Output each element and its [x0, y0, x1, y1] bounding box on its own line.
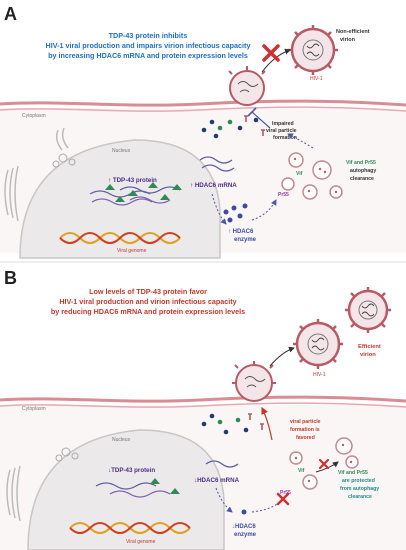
panel-a-mature-virion — [288, 25, 338, 75]
panel-b-virion-label-1: Efficient — [358, 344, 381, 350]
panel-a-inhibit-line — [251, 111, 271, 129]
panel-a-title-line1: TDP-43 protein inhibits — [109, 31, 188, 40]
panel-a: A TDP-43 protein inhibits HIV-1 viral pr… — [0, 4, 406, 259]
panel-a-viral-proteins — [201, 115, 265, 139]
panel-b-release-arrow — [269, 346, 295, 367]
panel-b-budding-virion — [232, 361, 276, 402]
panel-a-budding-virion — [228, 66, 266, 106]
panel-a-title-line2: HIV-1 viral production and impairs virio… — [46, 41, 251, 50]
panel-b-nucleus — [27, 429, 225, 550]
panel-b-hdac6-enzyme-label-2: enzyme — [234, 532, 257, 538]
panel-b-viral-genome — [69, 522, 191, 534]
panel-b-mrna-strands — [95, 482, 171, 498]
panel-a-release-arrow — [261, 48, 291, 73]
panel-b-er-lines — [6, 465, 21, 522]
panel-a-tdp43-proteins — [105, 182, 182, 202]
panel-b-title-line2: HIV-1 viral production and virion infect… — [59, 297, 236, 306]
panel-b-favored-label-1: viral particle — [290, 419, 321, 425]
panel-a-impaired-label-1: Impaired — [272, 121, 294, 127]
panel-a-hdac6-mrna-label: ↑ HDAC6 mRNA — [190, 182, 237, 189]
panel-a-vif-label: Vif — [296, 171, 303, 177]
panel-a-hdac6-enzyme-cluster — [223, 203, 248, 223]
panel-b-cell-membrane — [0, 395, 406, 403]
panel-b-hiv-label: HIV-1 — [313, 372, 326, 378]
panel-b-virion-label-2: virion — [360, 352, 376, 358]
panel-b-nucleus-label: Nucleus — [112, 437, 131, 443]
panel-b-protected-label-2: are protected — [342, 478, 375, 484]
panel-b-hdac6-mrna-label: ↓HDAC6 mRNA — [194, 477, 240, 484]
panel-b-protected-label-4: clearance — [348, 494, 372, 500]
panel-b-letter: B — [4, 268, 17, 288]
panel-a-autophagy-label-3: clearance — [350, 176, 374, 182]
panel-b-viral-proteins — [201, 413, 264, 435]
panel-a-pr55-label: Pr55 — [278, 192, 289, 198]
panel-b-block-x-icon — [276, 492, 290, 506]
panel-b-pr55-label: Pr55 — [280, 490, 291, 496]
panel-b-virion-1 — [293, 319, 343, 369]
panel-b-protected-label-1: Vif and Pr55 — [338, 470, 368, 476]
panel-a-viral-genome-label: Viral genome — [117, 248, 147, 254]
panel-b-vif-label: Vif — [298, 468, 305, 474]
panel-a-tdp43-label: ↑ TDP-43 protein — [108, 177, 157, 184]
panel-a-impaired-label-3: formation — [273, 135, 297, 141]
panel-a-autophagy-label-2: autophagy — [350, 168, 376, 174]
panel-b-tdp43-proteins — [150, 478, 180, 494]
panel-a-cytoplasm-label: Cytoplasm — [22, 113, 46, 119]
panel-b-autophagy-x-icon — [318, 458, 330, 470]
panel-b-cytoplasm-label: Cytoplasm — [22, 406, 46, 412]
panel-a-viral-genome — [59, 232, 181, 244]
panel-a-hdac6-enzyme-label-1: ↑ HDAC6 — [228, 229, 254, 235]
panel-a-title-line3: by increasing HDAC6 mRNA and protein exp… — [48, 51, 248, 60]
panel-b-hdac6-enzyme-label-1: ↓HDAC6 — [232, 524, 256, 530]
panel-a-cell-membrane — [0, 99, 406, 107]
panel-a-virion-label-1: Non-efficient — [336, 29, 370, 35]
panel-a-autophagy-label-1: Vif and Pr55 — [346, 160, 376, 166]
panel-a-impaired-label-2: viral particle — [266, 128, 297, 134]
panel-b-title-line3: by reducing HDAC6 mRNA and protein expre… — [51, 307, 245, 316]
panel-b-favored-arrow — [261, 406, 273, 441]
panel-b-favored-label-2: formation is — [290, 427, 320, 433]
panel-b-viral-genome-label: Viral genome — [126, 539, 156, 545]
panel-b-vesicles — [289, 437, 359, 490]
panel-b-protected-label-3: from autophagy — [340, 486, 379, 492]
panel-a-er-lines — [4, 165, 19, 222]
panel-a-hiv-label: HIV-1 — [310, 76, 323, 82]
panel-b-favored-label-3: favored — [296, 435, 315, 441]
panel-b-hdac6-enzyme-cluster — [241, 509, 247, 515]
panel-a-nucleus-label: Nucleus — [112, 148, 131, 154]
panel-a-virion-label-2: virion — [340, 37, 356, 43]
panel-a-block-x-icon — [262, 44, 280, 62]
panel-a-hdac6-enzyme-label-2: enzyme — [234, 237, 257, 243]
panel-b: B Low levels of TDP-43 protein favor HIV… — [0, 268, 406, 550]
panel-b-virion-2 — [345, 287, 391, 333]
panel-b-title-line1: Low levels of TDP-43 protein favor — [89, 287, 207, 296]
panel-b-tdp43-label: ↓TDP-43 protein — [108, 467, 155, 474]
panel-a-letter: A — [4, 4, 17, 24]
